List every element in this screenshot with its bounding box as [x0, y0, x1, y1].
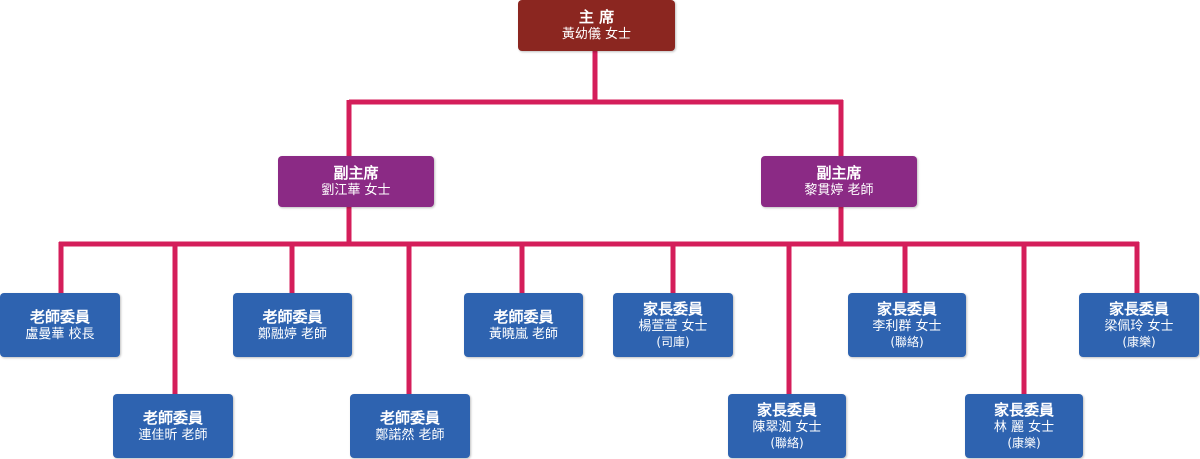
teacher-member-box-2: 老師委員 連佳昕 老師 [113, 394, 233, 458]
parent-member-box-1: 家長委員 楊萱萱 女士 (司庫) [613, 293, 733, 357]
vice-chair-name: 黎貫婷 老師 [804, 183, 874, 198]
teacher-member-box-3: 老師委員 鄭融婷 老師 [233, 293, 352, 357]
member-role-note: (康樂) [1007, 436, 1041, 450]
vice-chair-box-2: 副主席 黎貫婷 老師 [761, 156, 917, 207]
member-name: 林 麗 女士 [993, 420, 1055, 435]
chair-title: 主 席 [578, 8, 615, 26]
member-role-note: (司庫) [656, 335, 690, 349]
chair-box: 主 席 黃幼儀 女士 [518, 0, 675, 51]
member-title: 家長委員 [756, 401, 817, 419]
member-title: 家長委員 [1108, 300, 1169, 318]
member-title: 老師委員 [379, 408, 440, 427]
member-name: 李利群 女士 [872, 319, 942, 334]
member-title: 老師委員 [142, 408, 203, 427]
member-title: 家長委員 [642, 300, 703, 318]
vice-chair-box-1: 副主席 劉江華 女士 [278, 156, 434, 207]
member-name: 楊萱萱 女士 [638, 319, 708, 334]
member-name: 陳翠洳 女士 [752, 420, 822, 435]
vice-chair-name: 劉江華 女士 [321, 183, 391, 198]
parent-member-box-2: 家長委員 陳翠洳 女士 (聯絡) [728, 394, 846, 458]
member-name: 梁佩玲 女士 [1104, 319, 1174, 334]
vice-chair-title: 副主席 [816, 164, 862, 182]
connector-chair-to-vices [346, 51, 844, 156]
chair-name: 黃幼儀 女士 [561, 27, 632, 42]
parent-member-box-3: 家長委員 李利群 女士 (聯絡) [848, 293, 966, 357]
member-title: 家長委員 [876, 300, 937, 318]
member-name: 鄭融婷 老師 [257, 326, 328, 342]
member-role-note: (聯絡) [770, 436, 804, 450]
parent-member-box-5: 家長委員 梁佩玲 女士 (康樂) [1079, 293, 1199, 357]
connector-member-drops [58, 242, 1140, 394]
member-role-note: (康樂) [1122, 335, 1156, 349]
connector-vices-to-members [59, 207, 1139, 247]
member-name: 黃曉嵐 老師 [488, 326, 559, 342]
member-title: 老師委員 [262, 307, 323, 326]
member-title: 老師委員 [493, 307, 554, 326]
teacher-member-box-4: 老師委員 鄭諾然 老師 [350, 394, 470, 458]
member-title: 家長委員 [993, 401, 1054, 419]
member-name: 鄭諾然 老師 [375, 427, 445, 443]
member-name: 連佳昕 老師 [138, 427, 208, 443]
vice-chair-title: 副主席 [333, 164, 379, 182]
member-name: 盧曼華 校長 [25, 326, 95, 342]
teacher-member-box-5: 老師委員 黃曉嵐 老師 [464, 293, 583, 357]
teacher-member-box-1: 老師委員 盧曼華 校長 [0, 293, 120, 357]
parent-member-box-4: 家長委員 林 麗 女士 (康樂) [965, 394, 1083, 458]
member-role-note: (聯絡) [890, 335, 924, 349]
member-title: 老師委員 [29, 307, 90, 326]
